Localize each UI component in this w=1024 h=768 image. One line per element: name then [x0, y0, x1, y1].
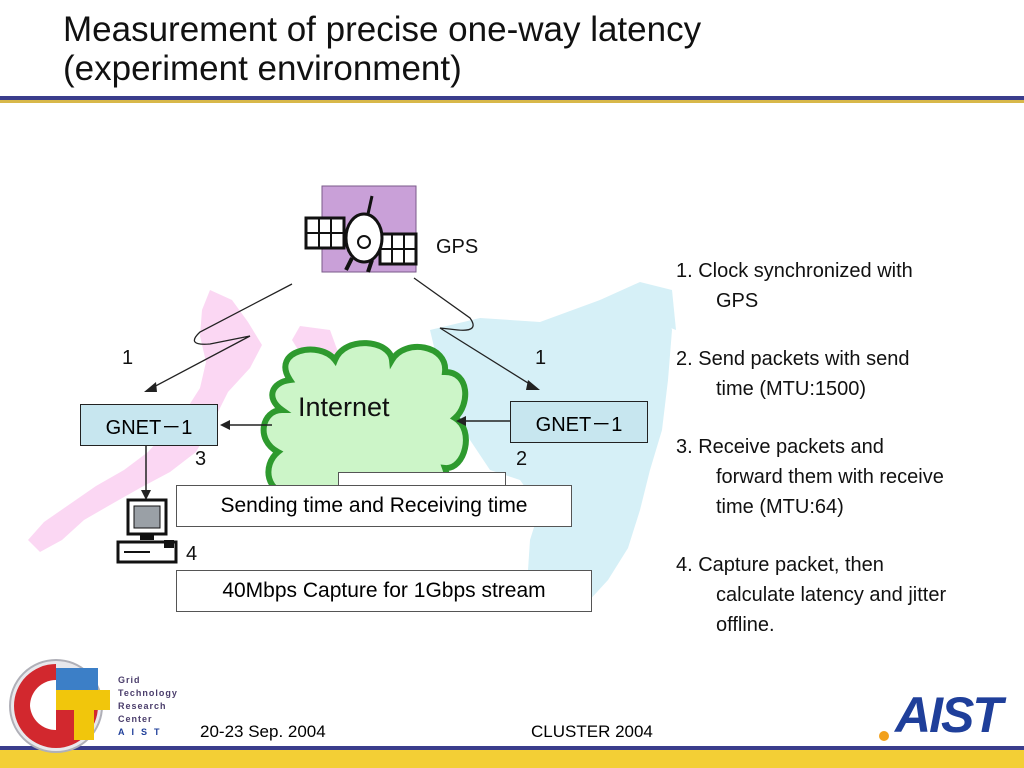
- arrow-left-node-to-pc-head: [141, 490, 151, 500]
- step-number-right-top: 1: [535, 347, 547, 369]
- arrow-cloud-to-left-node-head: [220, 420, 230, 430]
- north-america-shape: [430, 290, 672, 612]
- step-item-3: 3. Receive packets and forward them with…: [676, 436, 944, 518]
- step-item-4: 4. Capture packet, then calculate latenc…: [676, 554, 947, 636]
- gnet-node-right: GNET－1: [510, 401, 648, 443]
- callout-capture-rate: 40Mbps Capture for 1Gbps stream: [176, 570, 592, 612]
- steps-list: 1. Clock synchronized with GPS 2. Send p…: [676, 256, 1006, 640]
- step-number-left-bottom: 3: [195, 448, 207, 470]
- footer-conference: CLUSTER 2004: [531, 722, 653, 741]
- gtrc-wordmark: Grid Technology Research Center AIST: [118, 675, 178, 737]
- internet-label: Internet: [298, 392, 390, 422]
- arrow-right-node-to-cloud-head: [456, 416, 466, 426]
- callout-sending-receiving-time: Sending time and Receiving time: [176, 485, 572, 527]
- title-line-2: (experiment environment): [63, 49, 462, 88]
- footer-date: 20-23 Sep. 2004: [200, 722, 326, 741]
- step-number-right-bottom: 2: [516, 448, 528, 470]
- step-item-2: 2. Send packets with send time (MTU:1500…: [676, 348, 910, 400]
- gps-label: GPS: [436, 236, 479, 258]
- gps-link-right: [413, 277, 537, 389]
- title-rule-dark: [0, 96, 1024, 100]
- slide-title: Measurement of precise one-way latency (…: [63, 10, 963, 88]
- callout-backing-box: [338, 472, 506, 488]
- gps-link-left-arrowhead: [144, 382, 157, 392]
- pc-capture-icon: [116, 498, 178, 564]
- gps-link-right-arrowhead: [526, 380, 540, 390]
- gps-link-left: [147, 283, 293, 391]
- aist-logo-wordmark: AIST: [895, 687, 1003, 743]
- footer-rule-dark: [0, 746, 1024, 750]
- gps-satellite-icon: [304, 185, 418, 273]
- gtrc-logo-icon: [9, 659, 110, 753]
- step-number-pc: 4: [186, 543, 198, 565]
- title-line-1: Measurement of precise one-way latency: [63, 10, 702, 49]
- gnet-node-left: GNET－1: [80, 404, 218, 446]
- footer-rule-gold: [0, 750, 1024, 768]
- step-number-left-top: 1: [122, 347, 134, 369]
- japan-map-shape: [28, 290, 262, 552]
- step-item-1: 1. Clock synchronized with GPS: [676, 260, 913, 312]
- title-rule-gold: [0, 100, 1024, 103]
- aist-logo-icon: [879, 731, 889, 741]
- north-america-east-shape: [600, 282, 676, 330]
